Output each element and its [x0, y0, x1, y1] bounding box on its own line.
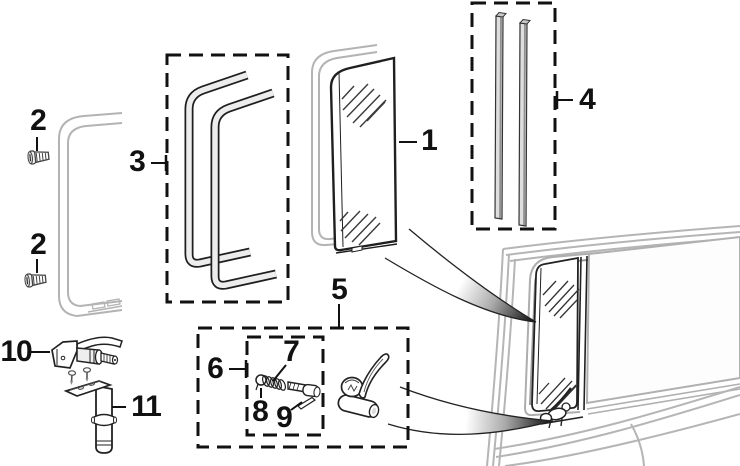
callout-label-9: 9 [276, 401, 293, 434]
callout-label-10: 10 [0, 335, 32, 368]
division-bar-strips [494, 11, 531, 227]
tiny-screw-left [67, 369, 77, 386]
callout-label-7: 7 [283, 335, 300, 368]
group-box-6 [245, 335, 325, 437]
plunger-part [287, 381, 321, 398]
van-vent-window-installed [531, 255, 588, 417]
callout-label-8: 8 [252, 395, 269, 428]
tiny-screw-right [82, 366, 92, 383]
latch-catch-part [51, 336, 123, 369]
vent-glass-part [329, 56, 398, 254]
callout-label-11: 11 [131, 390, 162, 423]
latch-bracket-part [63, 380, 117, 454]
callout-label-4: 4 [579, 83, 596, 116]
van-main-window [585, 235, 740, 415]
glass-seal-outline [311, 44, 378, 247]
install-arrow-latch [387, 386, 554, 436]
van-body-sill-lines [493, 386, 740, 466]
retaining-pin-part [297, 396, 317, 410]
seal-channel-pair [184, 70, 277, 290]
van-body-outline [486, 225, 740, 466]
window-frame-channel [58, 112, 123, 318]
latch-handle-part [337, 353, 390, 419]
callout-label-2-lower: 2 [30, 228, 47, 261]
spring-part [262, 375, 286, 391]
van-latch-installed [539, 387, 584, 429]
callout-leader-lines [31, 91, 573, 411]
callout-label-5: 5 [331, 273, 348, 306]
screw-upper-part [26, 148, 50, 166]
dashed-group-boxes [165, 1, 557, 449]
install-arrow-glass [384, 228, 537, 323]
callout-label-3: 3 [129, 145, 146, 178]
callout-label-2-upper: 2 [30, 104, 47, 137]
vent-glass-hatch-top [542, 280, 580, 319]
glass-hatch-top [341, 83, 387, 128]
group-box-3 [165, 53, 290, 304]
glass-hatch-bottom [339, 210, 381, 246]
screw-lower-part [23, 271, 47, 289]
group-box-4 [470, 1, 557, 231]
group-box-5 [196, 326, 410, 449]
callout-label-6: 6 [207, 352, 224, 385]
callout-label-1: 1 [421, 124, 438, 157]
detent-ball-part [255, 374, 267, 391]
